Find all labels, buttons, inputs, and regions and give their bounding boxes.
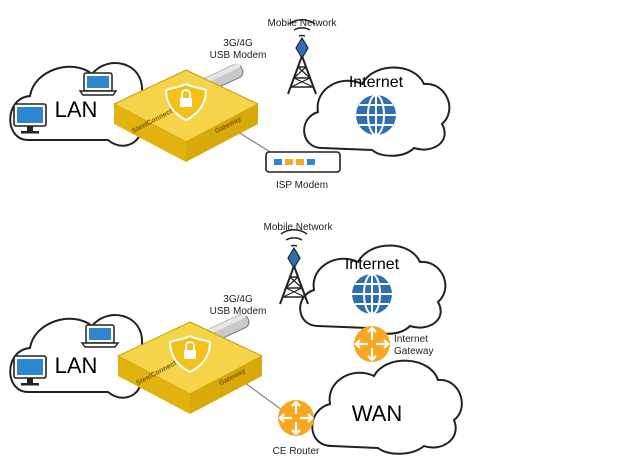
- internet-gateway-router-icon: [352, 324, 392, 364]
- isp-modem-label: ISP Modem: [275, 180, 329, 191]
- usb-modem-label-line2: USB Modem: [209, 306, 267, 317]
- lan-label: LAN: [54, 353, 98, 378]
- top-diagram: [9, 18, 451, 173]
- usb-modem-label-line2: USB Modem: [209, 50, 267, 61]
- mobile-network-label: Mobile Network: [267, 18, 337, 29]
- bottom-diagram: [9, 228, 463, 455]
- lan-label: LAN: [54, 97, 98, 122]
- ce-router-icon: [276, 398, 316, 438]
- ce-router-label: CE Router: [272, 446, 320, 457]
- mobile-network-label: Mobile Network: [263, 222, 333, 233]
- internet-gateway-label-line2: Gateway: [394, 346, 434, 357]
- cell-tower-icon: [287, 18, 317, 95]
- usb-modem-label-line1: 3G/4G: [223, 38, 253, 49]
- wan-label: WAN: [351, 401, 403, 426]
- globe-icon: [355, 94, 397, 136]
- globe-icon: [351, 273, 393, 315]
- isp-modem-icon: [265, 151, 341, 173]
- wan-cloud: [311, 359, 463, 455]
- laptop-icon: [81, 324, 119, 348]
- laptop-icon: [79, 72, 117, 96]
- cell-tower-icon: [279, 228, 309, 305]
- internet-label: Internet: [344, 256, 400, 273]
- usb-modem-label-line1: 3G/4G: [223, 294, 253, 305]
- internet-gateway-label-line1: Internet: [394, 334, 428, 345]
- internet-label: Internet: [348, 74, 404, 91]
